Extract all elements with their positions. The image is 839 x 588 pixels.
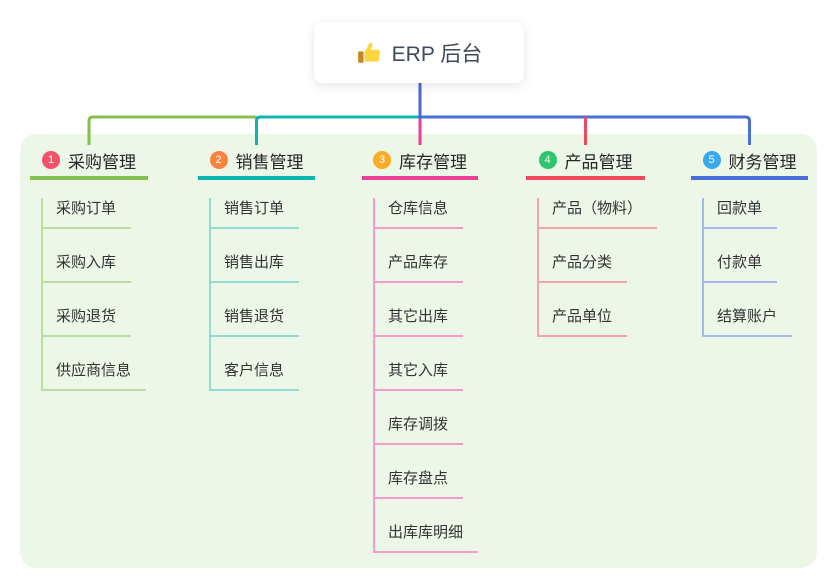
- branch-children: 采购订单采购入库采购退货供应商信息: [41, 198, 148, 391]
- child-node[interactable]: 客户信息: [211, 360, 300, 391]
- branches-panel: [20, 134, 817, 568]
- branch-number-badge: 1: [42, 151, 60, 169]
- child-node[interactable]: 回款单: [704, 198, 778, 229]
- child-node[interactable]: 采购退货: [43, 306, 132, 337]
- branch-column: 1 采购管理 采购订单采购入库采购退货供应商信息: [30, 148, 148, 391]
- child-node[interactable]: 采购订单: [43, 198, 132, 229]
- branch-number-badge: 5: [702, 151, 721, 169]
- branch-node-label: 产品管理: [564, 152, 633, 172]
- child-node[interactable]: 产品单位: [539, 306, 628, 337]
- branch-node[interactable]: 1 采购管理: [30, 148, 148, 180]
- child-node[interactable]: 产品（物料）: [539, 198, 658, 229]
- branch-node[interactable]: 4 产品管理: [526, 148, 645, 180]
- branch-node[interactable]: 5 财务管理: [691, 148, 808, 180]
- branch-children: 产品（物料） 产品分类产品单位: [537, 198, 658, 337]
- branch-node-label: 库存管理: [399, 152, 467, 172]
- child-node[interactable]: 采购入库: [43, 252, 132, 283]
- branch-number-badge: 2: [209, 151, 228, 169]
- thumbs-up-icon: [357, 42, 380, 63]
- child-node[interactable]: 出库库明细: [375, 522, 479, 553]
- branch-children: 销售订单销售出库销售退货客户信息: [209, 198, 315, 391]
- branch-node[interactable]: 3 库存管理: [362, 148, 478, 180]
- child-node[interactable]: 库存盘点: [375, 468, 464, 499]
- child-node[interactable]: 产品分类: [539, 252, 628, 283]
- child-node[interactable]: 供应商信息: [43, 360, 147, 391]
- child-node[interactable]: 付款单: [704, 252, 778, 283]
- branch-node[interactable]: 2 销售管理: [198, 148, 315, 180]
- branch-column: 3 库存管理 仓库信息产品库存其它出库其它入库库存调拨库存盘点出库库明细: [362, 148, 479, 553]
- child-node[interactable]: 结算账户: [704, 306, 793, 337]
- branch-column: 2 销售管理 销售订单销售出库销售退货客户信息: [198, 148, 315, 391]
- root-node[interactable]: ERP 后台: [314, 22, 524, 83]
- branch-node-label: 采购管理: [68, 152, 136, 172]
- root-node-label: ERP 后台: [391, 42, 483, 66]
- child-node[interactable]: 销售订单: [211, 198, 300, 229]
- branch-number-badge: 3: [373, 151, 391, 169]
- branch-children: 回款单付款单结算账户: [702, 198, 808, 337]
- branch-column: 4 产品管理 产品（物料） 产品分类产品单位: [526, 148, 658, 337]
- child-node[interactable]: 产品库存: [375, 252, 464, 283]
- child-node[interactable]: 销售出库: [211, 252, 300, 283]
- child-node[interactable]: 库存调拨: [375, 414, 464, 445]
- branch-children: 仓库信息产品库存其它出库其它入库库存调拨库存盘点出库库明细: [373, 198, 479, 553]
- child-node[interactable]: 其它出库: [375, 306, 464, 337]
- child-node[interactable]: 仓库信息: [375, 198, 464, 229]
- child-node[interactable]: 销售退货: [211, 306, 300, 337]
- branch-number-badge: 4: [538, 151, 557, 169]
- child-node[interactable]: 其它入库: [375, 360, 464, 391]
- branch-column: 5 财务管理 回款单付款单结算账户: [691, 148, 808, 337]
- branch-node-label: 销售管理: [235, 152, 304, 172]
- branch-node-label: 财务管理: [728, 152, 797, 172]
